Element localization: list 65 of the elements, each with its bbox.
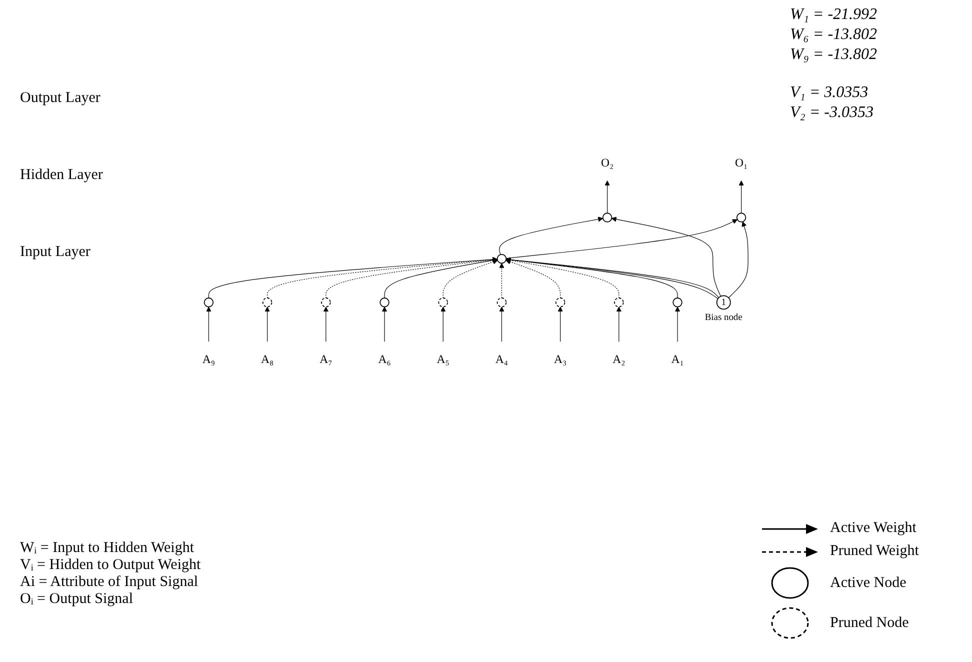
node-circle: [262, 298, 272, 308]
node-circle: [614, 298, 624, 308]
node-circle: [672, 298, 682, 308]
node-text: A₁: [671, 352, 684, 366]
node-text: A₇: [320, 352, 332, 366]
legend-label: Pruned Weight: [830, 543, 919, 560]
arrow: [616, 306, 622, 342]
node-caption: Bias node: [704, 313, 742, 324]
node-text: A₃: [554, 352, 567, 366]
arrow: [506, 258, 620, 298]
node-circle: [438, 298, 448, 308]
legend-label: Pruned Node: [830, 614, 909, 632]
node-circle: [736, 212, 746, 222]
weight-value: W₁ = -21.992: [790, 6, 878, 24]
node-text: A₂: [612, 352, 626, 366]
node-text: A₆: [378, 352, 391, 366]
arrow: [442, 259, 498, 298]
layer-label: Output Layer: [20, 90, 102, 107]
node-circle: [321, 298, 331, 308]
weight-value: V₁ = 3.0353: [790, 84, 870, 102]
node-text: A₈: [260, 352, 274, 366]
arrow: [506, 259, 561, 298]
arrow: [506, 257, 678, 298]
arrow: [440, 306, 446, 342]
legend-label: Active Weight: [830, 520, 916, 537]
node-text: A₉: [202, 352, 216, 366]
legend-label: Active Node: [830, 574, 906, 592]
node-text: A₄: [495, 352, 508, 366]
legend-note: Oᵢ = Output Signal: [20, 591, 134, 608]
node-circle: [555, 298, 566, 308]
node-circle: 1: [716, 295, 731, 310]
node-text: A₅: [436, 352, 450, 366]
node-circle: [496, 254, 507, 264]
arrow: [738, 180, 744, 214]
arrow: [604, 180, 610, 214]
arrow: [674, 306, 680, 342]
arrow: [267, 257, 498, 298]
arrow: [382, 306, 388, 342]
node-circle: [380, 298, 390, 308]
layer-label: Input Layer: [20, 244, 92, 261]
node-text: O₁: [734, 156, 748, 170]
arrow: [206, 306, 212, 342]
arrow: [264, 306, 270, 342]
legend-note: Vᵢ = Hidden to Output Weight: [20, 557, 201, 574]
arrow: [611, 216, 722, 297]
arrow: [499, 262, 504, 298]
node-circle: [204, 298, 214, 308]
node-circle: [496, 298, 507, 308]
arrow: [326, 257, 498, 298]
arrow: [506, 219, 738, 259]
weight-value: W₉ = -13.802: [790, 46, 878, 64]
arrow: [323, 306, 328, 342]
arrow: [499, 306, 504, 342]
weight-value: V₂ = -3.0353: [790, 104, 874, 122]
legend-note: Wᵢ = Input to Hidden Weight: [20, 540, 195, 557]
node-text: O₂: [600, 156, 614, 170]
layer-label: Hidden Layer: [20, 167, 104, 184]
arrow: [728, 222, 748, 298]
node-circle: [602, 212, 612, 222]
arrow: [498, 216, 604, 255]
arrow: [208, 256, 498, 298]
arrow: [558, 306, 563, 342]
weight-value: W₆ = -13.802: [790, 26, 878, 44]
legend-note: Ai = Attribute of Input Signal: [20, 574, 200, 591]
arrow: [384, 258, 498, 298]
